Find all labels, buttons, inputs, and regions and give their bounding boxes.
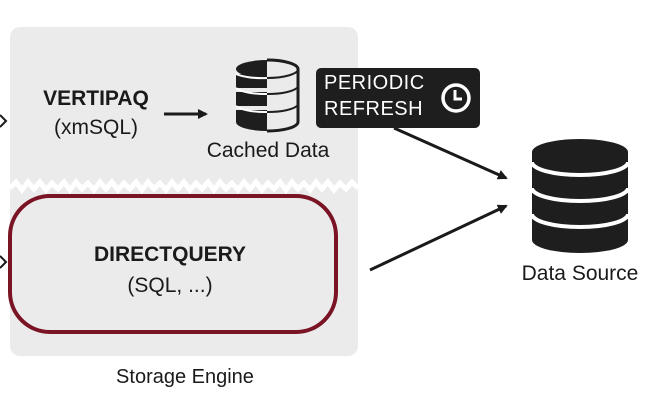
directquery-frame: [8, 194, 338, 334]
vertipaq-subtitle: (xmSQL): [54, 116, 138, 139]
refresh-line-1: PERIODIC: [324, 72, 425, 94]
database-icon: [530, 139, 630, 253]
storage-engine-panel-top: [10, 27, 358, 187]
left-edge-arrows: [0, 114, 8, 269]
periodic-refresh-badge: [316, 68, 480, 128]
storage-engine-label: Storage Engine: [116, 366, 254, 388]
clock-icon: [441, 83, 471, 113]
cached-data-icon: [235, 58, 300, 133]
directquery-title: DIRECTQUERY: [93, 243, 247, 266]
directquery-subtitle: (SQL, ...): [127, 274, 213, 297]
arrow-directquery-to-datasource: [369, 204, 508, 272]
refresh-line-2: REFRESH: [324, 98, 424, 120]
cached-data-label: Cached Data: [206, 139, 330, 162]
data-source-label: Data Source: [521, 262, 639, 285]
vertipaq-title: VERTIPAQ: [43, 87, 149, 110]
arrow-refresh-to-datasource: [393, 126, 508, 180]
